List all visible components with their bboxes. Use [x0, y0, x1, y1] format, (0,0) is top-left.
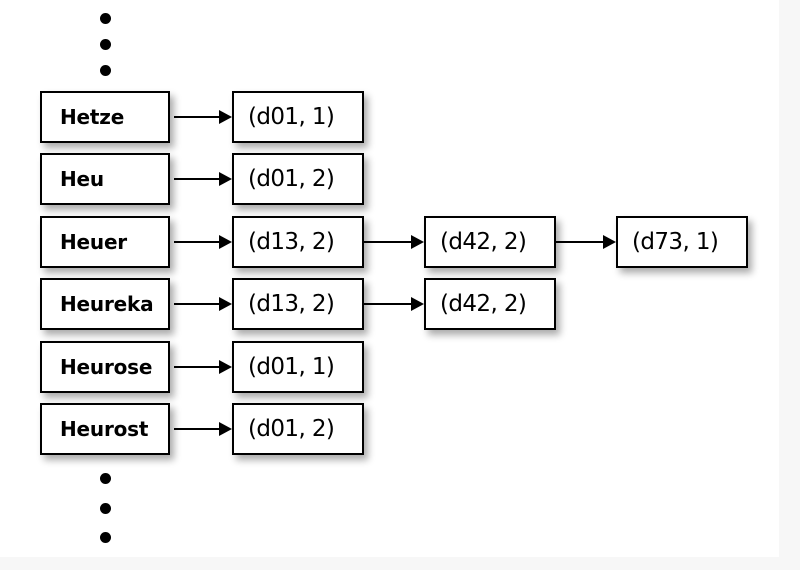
- posting-label: (d13, 2): [248, 228, 335, 255]
- ellipsis-top-dot-1: [100, 13, 111, 24]
- posting-box-heureka-1[interactable]: (d13, 2): [232, 278, 364, 330]
- ellipsis-bottom-dot-3: [100, 532, 111, 543]
- term-box-heurost[interactable]: Heurost: [40, 403, 170, 455]
- posting-label: (d01, 2): [248, 165, 335, 192]
- term-box-heuer[interactable]: Heuer: [40, 216, 170, 268]
- ellipsis-top-dot-2: [100, 39, 111, 50]
- posting-label: (d73, 1): [632, 228, 719, 255]
- posting-box-heureka-2[interactable]: (d42, 2): [424, 278, 556, 330]
- posting-box-hetze-1[interactable]: (d01, 1): [232, 91, 364, 143]
- term-label: Heurost: [60, 417, 149, 441]
- posting-label: (d13, 2): [248, 290, 335, 317]
- posting-label: (d01, 1): [248, 103, 335, 130]
- term-box-heurose[interactable]: Heurose: [40, 341, 170, 393]
- posting-label: (d42, 2): [440, 228, 527, 255]
- ellipsis-bottom-dot-2: [100, 503, 111, 514]
- posting-label: (d42, 2): [440, 290, 527, 317]
- term-label: Hetze: [60, 105, 125, 129]
- term-label: Heuer: [60, 230, 127, 254]
- term-box-hetze[interactable]: Hetze: [40, 91, 170, 143]
- posting-box-heuer-1[interactable]: (d13, 2): [232, 216, 364, 268]
- posting-box-heuer-2[interactable]: (d42, 2): [424, 216, 556, 268]
- posting-box-heurost-1[interactable]: (d01, 2): [232, 403, 364, 455]
- posting-label: (d01, 2): [248, 415, 335, 442]
- posting-box-heurose-1[interactable]: (d01, 1): [232, 341, 364, 393]
- posting-box-heu-1[interactable]: (d01, 2): [232, 153, 364, 205]
- posting-box-heuer-3[interactable]: (d73, 1): [616, 216, 748, 268]
- ellipsis-top-dot-3: [100, 65, 111, 76]
- posting-label: (d01, 1): [248, 353, 335, 380]
- term-box-heu[interactable]: Heu: [40, 153, 170, 205]
- term-label: Heureka: [60, 292, 154, 316]
- ellipsis-bottom-dot-1: [100, 473, 111, 484]
- term-label: Heurose: [60, 355, 153, 379]
- term-label: Heu: [60, 167, 104, 191]
- term-box-heureka[interactable]: Heureka: [40, 278, 170, 330]
